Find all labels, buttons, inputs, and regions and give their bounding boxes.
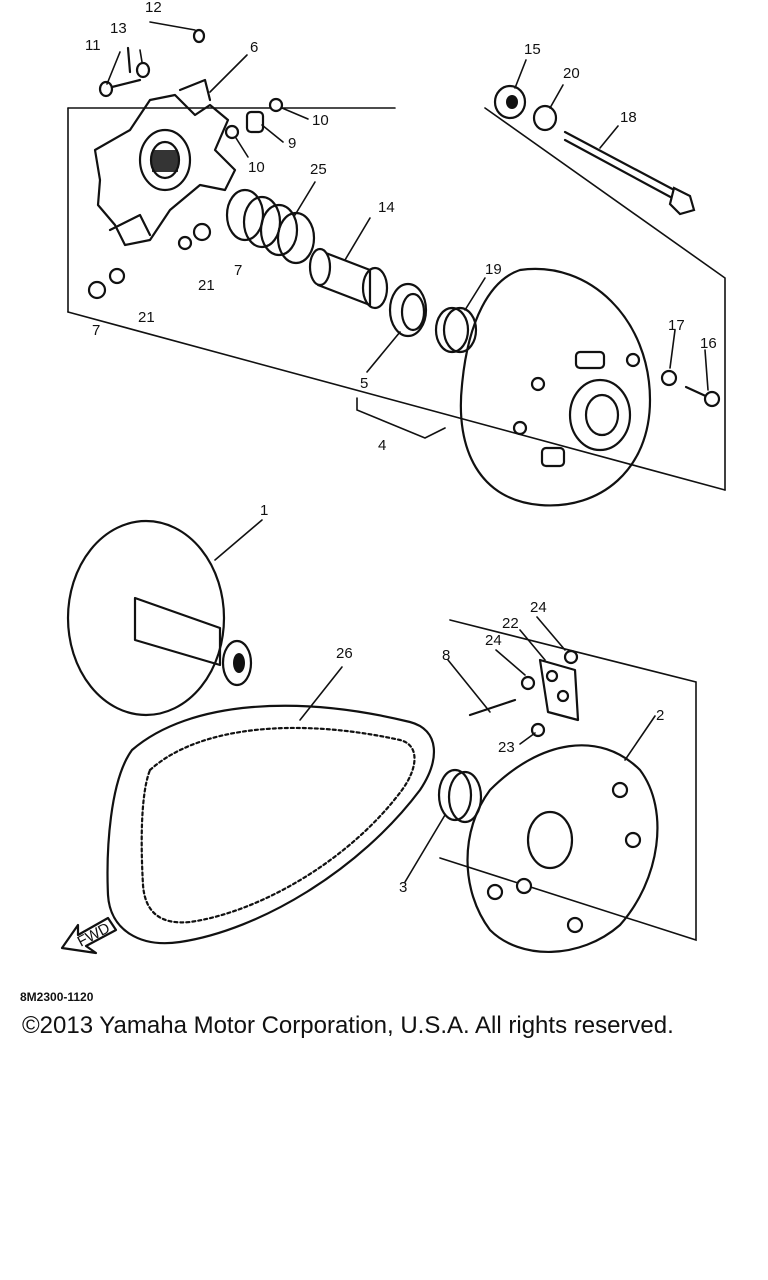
washer-part-20 [532,104,558,132]
spider-part-6 [93,78,237,247]
fwd-arrow-icon [60,916,118,955]
label-9: 9 [288,135,296,152]
secondary-sheave-part-2 [466,744,659,953]
nut-part-24 [520,649,579,691]
sleeve-part-14 [308,247,389,310]
pin-part-13 [126,46,132,74]
collar-part-19 [434,306,478,354]
label-5: 5 [360,375,368,392]
label-21: 21 [198,277,215,294]
bolt-part-11 [98,78,142,98]
label-3: 3 [399,879,407,896]
label-13: 13 [110,20,127,37]
pin-part-8 [468,698,517,717]
washer-part-12 [135,21,206,79]
v-belt-part-26 [106,704,435,945]
label-7: 7 [234,262,242,279]
label-14: 14 [378,199,395,216]
exploded-parts-diagram: 12 13 11 6 10 9 10 25 14 15 20 18 19 7 2… [60,0,726,955]
label-24: 24 [485,632,502,649]
upper-assembly-boundary [67,107,726,491]
label-4: 4 [378,437,386,454]
seal-part-15 [493,84,527,120]
fixed-sheave-part-1 [66,519,253,717]
label-1: 1 [260,502,268,519]
bolt-part-16 [684,385,721,408]
spring-part-25 [225,188,316,265]
label-10: 10 [312,112,329,129]
label-15: 15 [524,41,541,58]
label-8: 8 [442,647,450,664]
drawing-code: 8M2300-1120 [20,990,94,1004]
sliding-sheave-part-4 [459,267,652,507]
bushing-part-5 [388,282,428,338]
label-16: 16 [700,335,717,352]
label-21: 21 [138,309,155,326]
label-23: 23 [498,739,515,756]
bolt-part-18 [563,130,696,216]
nut-part-17 [660,369,678,387]
label-10: 10 [248,159,265,176]
label-19: 19 [485,261,502,278]
label-2: 2 [656,707,664,724]
copyright-notice: ©2013 Yamaha Motor Corporation, U.S.A. A… [22,1012,674,1039]
label-22: 22 [502,615,519,632]
label-20: 20 [563,65,580,82]
label-17: 17 [668,317,685,334]
label-24: 24 [530,599,547,616]
bushing-part-3 [437,768,483,824]
bolt-part-7 [87,222,212,300]
roller-part-9 [245,110,265,134]
washer-part-21 [108,235,193,285]
label-7: 7 [92,322,100,339]
label-11: 11 [85,37,101,54]
label-26: 26 [336,645,353,662]
label-6: 6 [250,39,258,56]
leader-lines [106,49,709,883]
label-12: 12 [145,0,162,16]
label-25: 25 [310,161,327,178]
bracket-part-22 [538,658,580,722]
fwd-label: FWD [75,919,113,950]
washer-part-10 [224,97,284,140]
label-18: 18 [620,109,637,126]
